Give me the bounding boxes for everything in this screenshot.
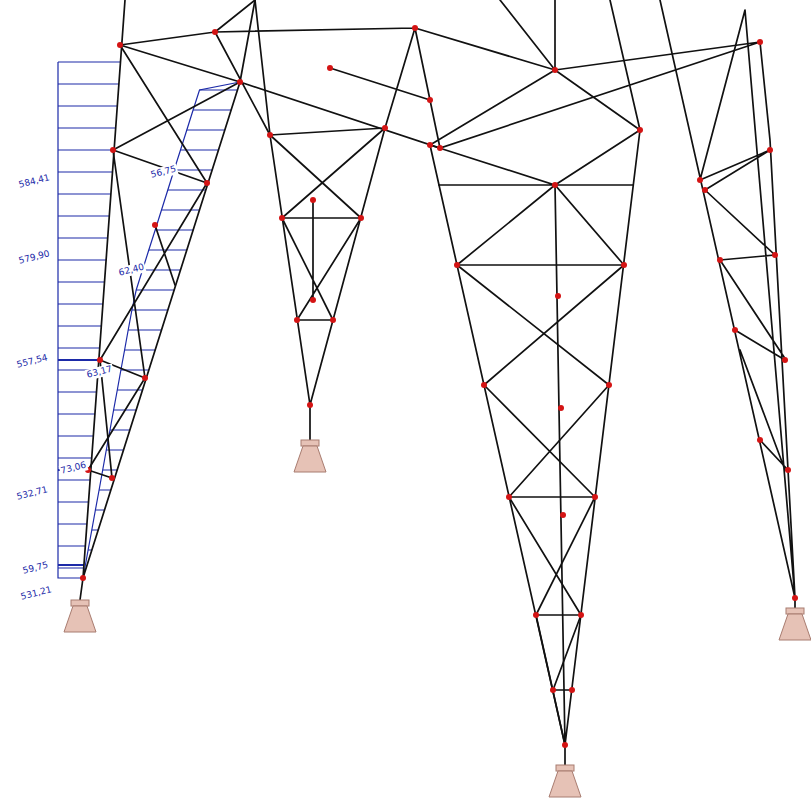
load-value: 557,54: [15, 352, 50, 371]
load-value: 584,41: [17, 172, 52, 191]
load-value: 531,21: [19, 584, 54, 603]
load-value: 59,75: [21, 559, 51, 576]
support-symbols: [64, 440, 811, 797]
load-value: 56,75: [149, 163, 179, 180]
load-value: 532,71: [15, 484, 50, 503]
lattice-members: [80, 0, 795, 765]
load-diagram: [58, 62, 240, 578]
load-value: 63,17: [85, 363, 115, 380]
load-value: 579,90: [17, 248, 52, 267]
joint-nodes: [80, 25, 798, 748]
load-value: 73,06: [59, 459, 89, 476]
